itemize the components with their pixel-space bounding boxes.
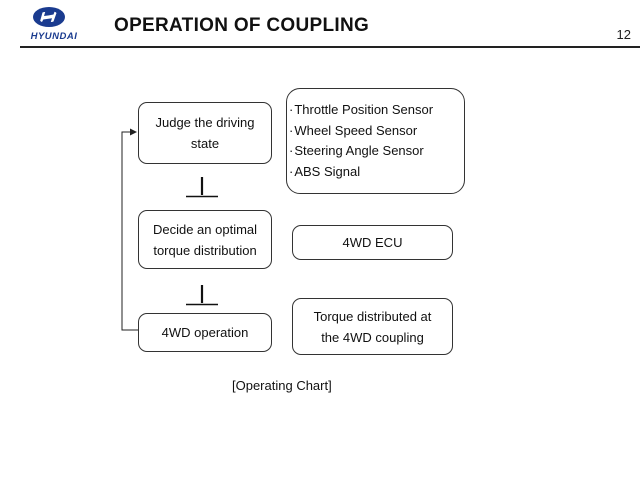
hyundai-logo: HYUNDAI: [22, 6, 86, 46]
4wd-ecu-box: 4WD ECU: [292, 225, 453, 260]
sensor-inputs-box: Throttle Position Sensor Wheel Speed Sen…: [286, 88, 465, 194]
step-decide-torque-distribution: Decide an optimal torque distribution: [138, 210, 272, 269]
step-label-line: Judge the driving: [155, 115, 255, 130]
step-label-line: 4WD operation: [161, 325, 249, 340]
hyundai-h-emblem-icon: [33, 7, 65, 27]
diagram-caption: [Operating Chart]: [232, 378, 332, 393]
sensor-item: Throttle Position Sensor: [289, 100, 433, 121]
page-number: 12: [616, 27, 631, 42]
step-4wd-operation: 4WD operation: [138, 313, 272, 352]
feedback-loop-line: [121, 128, 138, 331]
sensor-item: Steering Angle Sensor: [289, 141, 423, 162]
sensor-item: ABS Signal: [289, 162, 360, 183]
brand-wordmark: HYUNDAI: [30, 31, 78, 42]
step-label-line: state: [190, 136, 220, 151]
step-label-line: Decide an optimal: [152, 221, 258, 237]
flow-arrow-1: [186, 177, 218, 198]
header-divider: [20, 46, 640, 48]
ecu-label: 4WD ECU: [342, 235, 403, 250]
output-label-line: Torque distributed at: [313, 308, 432, 324]
output-label-line: the 4WD coupling: [321, 329, 424, 345]
step-label-line: torque distribution: [153, 242, 257, 258]
sensor-item: Wheel Speed Sensor: [289, 121, 417, 142]
torque-output-box: Torque distributed at the 4WD coupling: [292, 298, 453, 355]
step-judge-driving-state: Judge the driving state: [138, 102, 272, 164]
flow-arrow-2: [186, 285, 218, 306]
page-title: OPERATION OF COUPLING: [114, 15, 370, 36]
